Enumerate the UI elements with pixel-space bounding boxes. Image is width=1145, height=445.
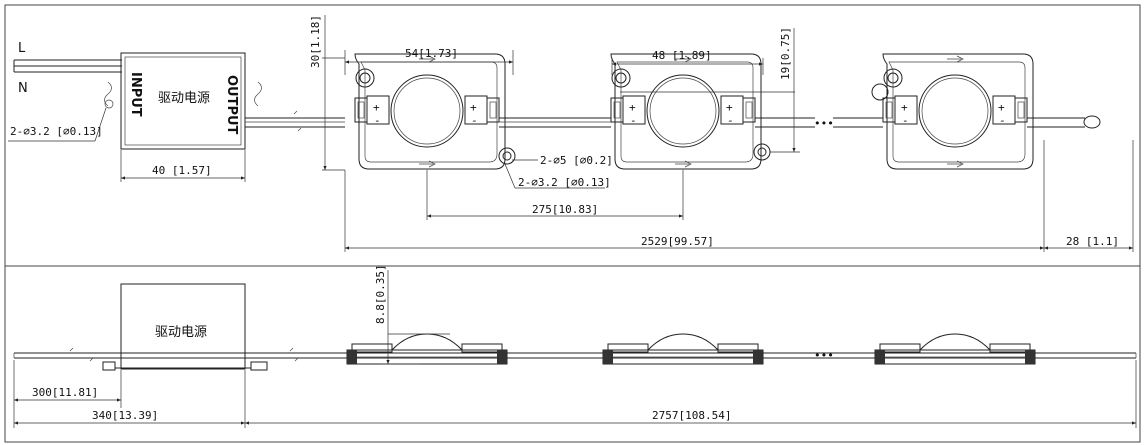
hole-spacing-dim: 19[0.75] [779,27,792,80]
driver-top-view [104,52,262,150]
end-length-dim: 28 [1.1] [1066,235,1119,248]
bottom-dim-lines [13,360,1137,428]
output-wires [245,110,345,132]
hole-spacing-dim-lines [620,28,800,153]
module-height-dim: 30[1.18] [309,15,322,68]
module-3-hole-top-right [871,83,889,101]
driver-input-label: INPUT [128,72,143,117]
led-module-1-top [354,53,506,170]
module-pitch-dim-lines [426,170,684,220]
side-wire [13,347,1137,362]
hole-large-dim: 2-⌀5 [⌀0.2] [540,154,613,167]
module-thickness-dim-lines [380,270,450,365]
driver-name-side: 驱动电源 [155,325,207,340]
chain-length-dim-lines [344,140,1134,252]
neutral-wire-label: N [18,81,28,96]
led-module-3-side [874,333,1036,365]
inter-module-wires [499,115,1101,129]
driver-side-view [102,283,268,371]
driver-width-dim: 40 [1.57] [152,164,212,177]
module-width-dim-lines [344,50,514,75]
module-1-hole-bottom [498,147,516,165]
live-wire-label: L [18,41,26,56]
total-length-dim: 2757[108.54] [652,409,731,422]
input-lead-dim: 300[11.81] [32,386,98,399]
lens-width-dim-lines [611,58,764,75]
side-continuation-dots: ••• [814,349,834,362]
chain-length-dim: 2529[99.57] [641,235,714,248]
lens-width-dim: 48 [1.89] [652,49,712,62]
input-wires [13,59,122,73]
driver-name-top: 驱动电源 [158,91,210,106]
module-2-hole-bottom [753,143,771,161]
driver-output-label: OUTPUT [224,75,239,135]
top-continuation-dots: ••• [814,117,834,130]
led-module-3-top [882,53,1034,170]
module-height-dim-lines [322,15,345,171]
module-thickness-dim: 8.8[0.35] [374,264,387,324]
led-module-1-side [346,333,508,365]
module-pitch-dim: 275[10.83] [532,203,598,216]
module-width-dim: 54[1.73] [405,47,458,60]
led-module-2-side [602,333,764,365]
led-module-2-top [610,53,762,170]
drawing-frame [4,4,1141,443]
hole-small-dim: 2-⌀3.2 [⌀0.13] [518,176,611,189]
driver-lead-dim: 340[13.39] [92,409,158,422]
driver-hole-dim: 2-⌀3.2 [⌀0.13] [10,125,103,138]
driver-width-dim-lines [120,150,246,182]
